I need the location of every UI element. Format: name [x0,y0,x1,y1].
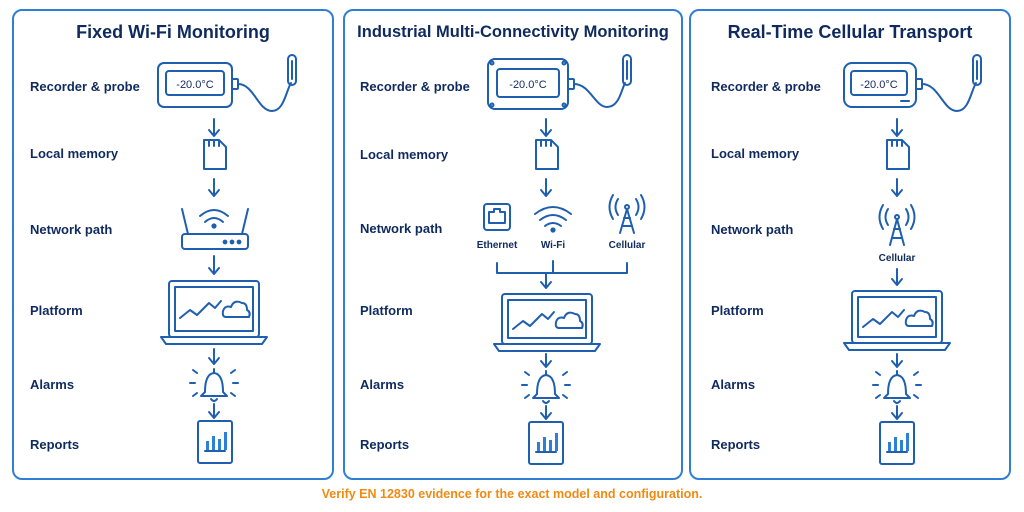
display-readout: -20.0°C [860,79,897,91]
recorder-icon [843,62,977,112]
row-label-reports: Reports [30,437,80,452]
row-label-platform: Platform [30,303,83,318]
row-label-network: Network path [711,222,794,237]
arrow-down-icon [540,178,552,197]
router-icon [181,208,249,250]
footer-note: Verify EN 12830 evidence for the exact m… [321,487,703,501]
cellular-label: Cellular [879,253,916,264]
row-label-recorder: Recorder & probe [360,79,470,94]
sd-card-icon [886,139,910,170]
arrow-down-icon [208,178,220,197]
probe-icon [972,54,982,86]
arrow-down-icon [208,403,220,419]
row-label-network: Network path [30,222,113,237]
row-label-alarms: Alarms [711,377,756,392]
row-label-recorder: Recorder & probe [30,79,140,94]
wifi-label: Wi-Fi [541,240,566,251]
recorder-icon [487,58,626,110]
report-icon [197,420,233,464]
report-icon [528,421,564,465]
ethernet-icon [483,203,511,231]
arrow-down-icon [540,353,552,368]
arrow-down-icon [891,405,903,420]
arrow-down-icon [891,118,903,137]
panel-fixed-wifi: Fixed Wi-Fi Monitoring Recorder & probe … [12,9,334,480]
laptop-icon [160,280,268,345]
probe-icon [622,54,632,86]
sd-card-icon [203,139,227,170]
cell-tower-icon [608,194,646,234]
bell-icon [872,370,922,404]
panel-diagram: -20.0°C Cellular [843,54,982,465]
panel-diagram: -20.0°C Ethernet Wi-Fi Cellular [477,54,646,465]
row-label-platform: Platform [711,303,764,318]
panel-title: Real-Time Cellular Transport [727,22,973,42]
row-label-alarms: Alarms [30,377,75,392]
arrow-down-icon [208,118,220,137]
row-label-network: Network path [360,221,443,236]
panel-diagram: -20.0°C [157,54,297,464]
cell-tower-icon [878,204,916,246]
probe-icon [287,54,297,86]
panel-industrial-multi: Industrial Multi-Connectivity Monitoring… [343,9,683,480]
arrow-down-icon [891,178,903,197]
bell-icon [189,368,239,402]
wifi-icon [534,206,572,233]
laptop-icon [493,293,601,352]
bell-icon [521,370,571,404]
panel-title: Industrial Multi-Connectivity Monitoring [357,23,669,41]
panel-title: Fixed Wi-Fi Monitoring [76,22,270,42]
report-icon [879,421,915,465]
arrow-down-icon [540,118,552,137]
wifi-icon [199,209,229,229]
row-label-alarms: Alarms [360,377,405,392]
arrow-down-icon [891,353,903,368]
row-label-memory: Local memory [711,146,800,161]
row-label-memory: Local memory [360,147,449,162]
arrow-down-icon [540,272,552,289]
arrow-down-icon [208,255,220,275]
display-readout: -20.0°C [176,79,213,91]
row-label-memory: Local memory [30,146,119,161]
row-label-platform: Platform [360,303,413,318]
ethernet-label: Ethernet [477,240,518,251]
sd-card-icon [535,139,559,170]
arrow-down-icon [891,268,903,286]
arrow-down-icon [540,405,552,420]
recorder-icon [157,62,292,112]
display-readout: -20.0°C [509,79,546,91]
row-label-reports: Reports [360,437,410,452]
row-label-recorder: Recorder & probe [711,79,821,94]
laptop-icon [843,290,951,351]
cellular-label: Cellular [609,240,646,251]
arrow-down-icon [208,348,220,365]
panel-cellular-transport: Real-Time Cellular Transport Recorder & … [689,9,1011,480]
row-label-reports: Reports [711,437,761,452]
